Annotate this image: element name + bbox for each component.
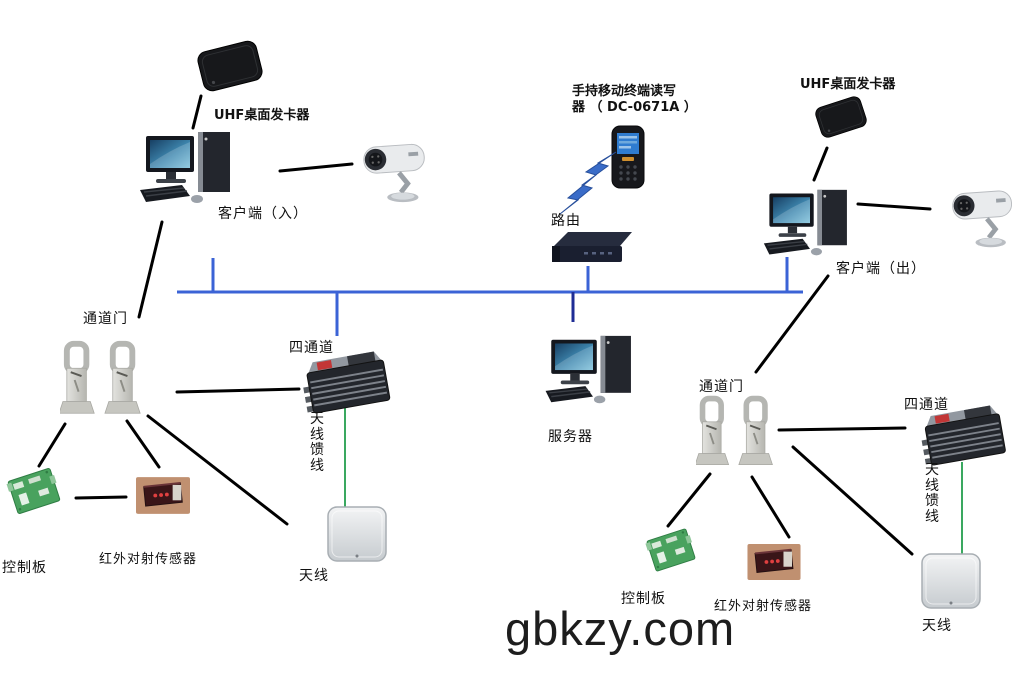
client-in-label: 客户端（入） (218, 206, 308, 222)
control-board-left-icon (2, 462, 66, 520)
device-links (37, 94, 932, 556)
feeder-left-label: 天线馈线 (310, 411, 324, 475)
server-icon (545, 334, 641, 408)
ir-sensor-right-label: 红外对射传感器 (714, 599, 813, 614)
router-label: 路由 (551, 213, 581, 229)
channel-gate-right-icon (696, 393, 778, 473)
router-icon (542, 226, 634, 270)
control-board-right-label: 控制板 (621, 591, 666, 607)
ir-sensor-left-label: 红外对射传感器 (99, 552, 198, 567)
handheld-reader-label-line1: 手持移动终端读写 (572, 84, 677, 99)
client-in-computer-icon (140, 130, 240, 208)
exit-camera-icon (945, 175, 1025, 251)
antenna-panel-left-icon (326, 505, 388, 565)
client-out-computer-icon (762, 188, 858, 260)
entrance-camera-icon (358, 127, 436, 207)
reader-right-label: 四通道 (904, 397, 949, 413)
wireless-lightning-icon (558, 150, 620, 216)
gate-right-label: 通道门 (699, 379, 744, 395)
ir-sensor-right-icon (746, 544, 802, 580)
network-bus (177, 257, 803, 336)
server-label: 服务器 (548, 429, 593, 445)
reader-left-label: 四通道 (289, 340, 334, 356)
client-out-label: 客户端（出） (836, 261, 926, 277)
uhf-card-issuer-left-label: UHF桌面发卡器 (214, 108, 310, 123)
handheld-reader-label: 手持移动终端读写 器 （ DC-0671A ） (572, 84, 697, 117)
antenna-panel-right-icon (920, 552, 982, 612)
control-board-right-icon (641, 523, 701, 577)
antenna-left-label: 天线 (299, 568, 329, 584)
uhf-card-issuer-right-label: UHF桌面发卡器 (800, 77, 896, 92)
feeder-lines (344, 408, 963, 557)
handheld-reader-label-line2: 器 （ DC-0671A ） (572, 100, 697, 116)
channel-gate-left-icon (60, 340, 146, 420)
ir-sensor-left-icon (136, 477, 190, 514)
control-board-left-label: 控制板 (2, 560, 47, 576)
four-channel-reader-left-icon (297, 351, 395, 417)
watermark-text: gbkzy.com (505, 602, 736, 655)
feeder-right-label: 天线馈线 (925, 462, 939, 526)
gate-left-label: 通道门 (83, 311, 128, 327)
antenna-right-label: 天线 (922, 618, 952, 634)
